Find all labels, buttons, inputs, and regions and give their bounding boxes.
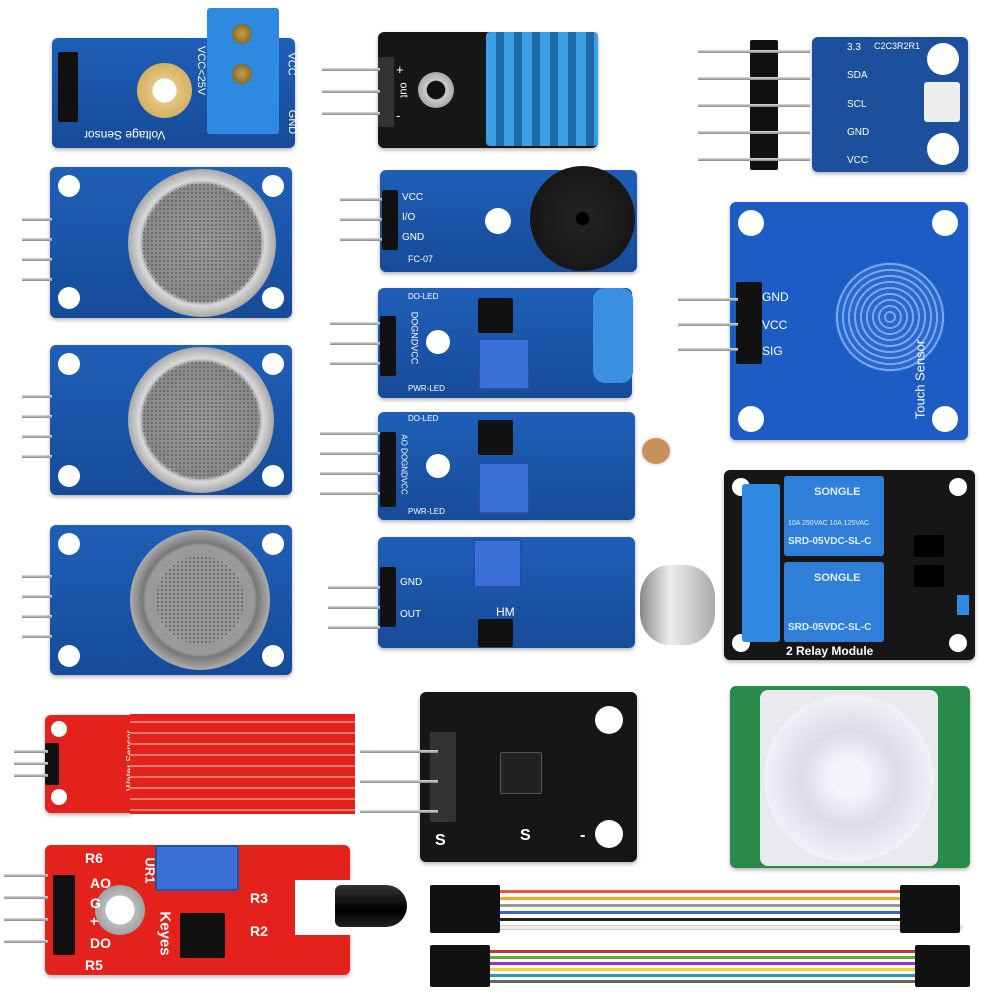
pin-gnd: GND: [402, 232, 425, 243]
pin-out: out: [397, 82, 410, 98]
pin-3v3: 3.3: [847, 42, 861, 53]
pin-scl: SCL: [847, 99, 867, 110]
pir-motion-sensor: [730, 686, 970, 868]
label-r5: R5: [85, 957, 103, 973]
pin-plus: +: [90, 913, 99, 929]
pin-labels: AO DOGNDVCC: [399, 434, 409, 495]
pin-s-left: S: [435, 832, 446, 849]
relay-module-label: 2 Relay Module: [786, 644, 874, 658]
do-led-label: DO-LED: [408, 292, 439, 301]
photoresistor: [640, 436, 672, 466]
board-code: FC-07: [408, 254, 434, 264]
microphone: [640, 565, 715, 645]
gas-sensor-module-1: [50, 167, 292, 318]
relay-model: SRD-05VDC-SL-C: [788, 536, 872, 547]
pin-ao: AO: [90, 875, 111, 891]
pin-minus: -: [580, 827, 586, 844]
pin-do: DO: [90, 935, 111, 951]
water-sensor-module: Water Sensor: [45, 715, 136, 813]
keyes-label: Keyes: [156, 911, 174, 956]
pin-minus: -: [396, 108, 401, 123]
hm-label: HM: [496, 605, 515, 619]
touch-sensor-module: GND VCC SIG Touch Sensor: [730, 202, 968, 440]
pin-sda: SDA: [847, 70, 868, 81]
relay-2: SONGLE SRD-05VDC-SL-C: [784, 562, 884, 642]
pin-vcc: VCC: [285, 52, 298, 76]
relay-brand: SONGLE: [814, 572, 861, 584]
relay-rating: 10A 250VAC 10A 125VAC: [788, 520, 870, 527]
relay-model: SRD-05VDC-SL-C: [788, 622, 872, 633]
pin-gnd: GND: [762, 290, 789, 304]
pin-io: I/O: [402, 212, 416, 223]
do-led-label: DO-LED: [408, 414, 439, 423]
voltage-sensor-module: Voltage Sensor VCC<25V VCC GND: [52, 8, 299, 148]
label-r6: R6: [85, 850, 103, 866]
pin-s: S: [520, 827, 531, 844]
voltage-rating: VCC<25V: [195, 46, 207, 96]
gas-sensor-module-3: [50, 525, 292, 675]
flame-sensor-module: R6 AO G + DO R5 UR1 Keyes R3 R2: [45, 845, 355, 975]
pin-sig: SIG: [762, 344, 783, 358]
pin-gnd: GND: [286, 109, 299, 135]
touch-sensor-label: Touch Sensor: [912, 339, 928, 420]
ir-receiver-led: [335, 885, 407, 927]
pin-g: G: [90, 895, 101, 911]
buzzer: [530, 166, 635, 271]
pin-gnd: GND: [847, 127, 870, 138]
bmp-part-labels: C2C3R2R1: [874, 41, 921, 51]
jumper: [957, 595, 969, 615]
label-ur1: UR1: [142, 857, 158, 884]
pin-gnd: GND: [400, 577, 423, 588]
pin-labels: DOGNDVCC: [409, 311, 420, 365]
pressure-sensor-module: C2C3R2R1 3.3 SDA SCL GND VCC: [812, 37, 968, 172]
pin-vcc: VCC: [402, 192, 424, 203]
gas-sensor-module-2: [50, 345, 292, 495]
label-r3: R3: [250, 890, 268, 906]
tilt-switch-module: DO-LED PWR-LED DOGNDVCC: [378, 288, 633, 398]
label-r2: R2: [250, 923, 268, 939]
black-sensor-module: S S -: [420, 692, 637, 862]
water-sensor-traces: [130, 714, 355, 814]
pin-plus: +: [396, 62, 404, 77]
pin-vcc: VCC: [847, 155, 869, 166]
photoresistor-module: DO-LED PWR-LED AO DOGNDVCC: [378, 412, 635, 520]
dht11-module: + out -: [378, 32, 598, 148]
sound-sensor-module: GND OUT HM: [378, 537, 635, 648]
pin-vcc: VCC: [762, 318, 788, 332]
pwr-led-label: PWR-LED: [408, 507, 445, 516]
pwr-led-label: PWR-LED: [408, 384, 445, 393]
relay-module: SONGLE 10A 250VAC 10A 125VAC SRD-05VDC-S…: [724, 470, 975, 660]
relay-1: SONGLE 10A 250VAC 10A 125VAC SRD-05VDC-S…: [784, 476, 884, 556]
voltage-sensor-label: Voltage Sensor: [84, 128, 166, 142]
pin-out: OUT: [400, 609, 422, 620]
relay-brand: SONGLE: [814, 486, 861, 498]
